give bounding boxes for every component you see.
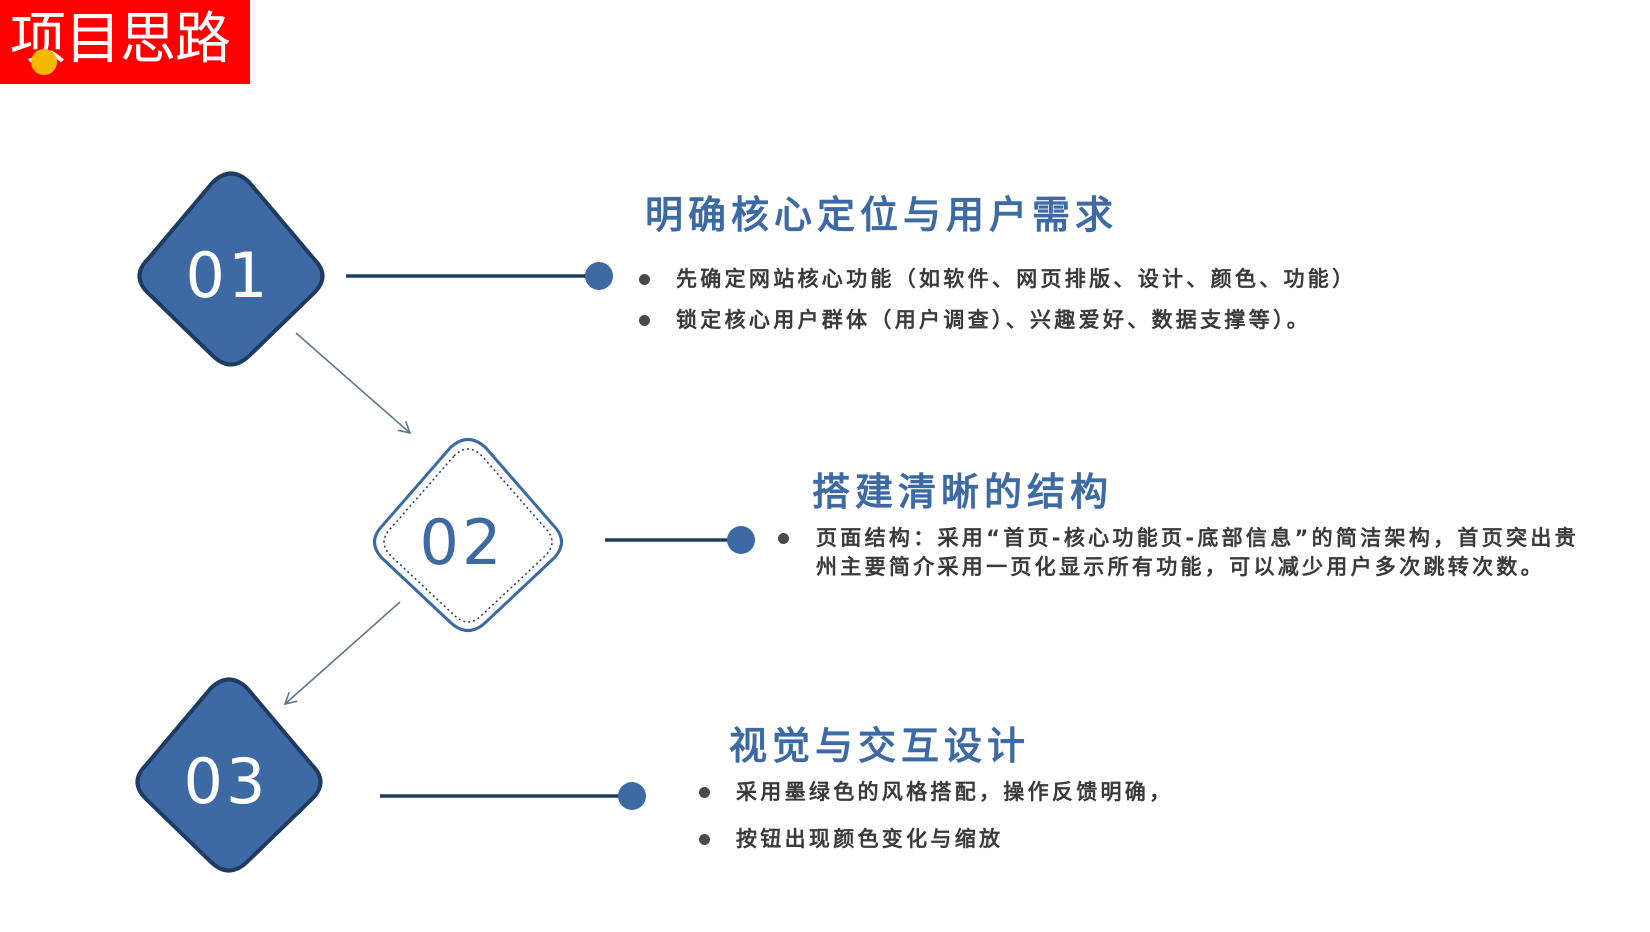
step-1-diamond	[137, 171, 325, 367]
bullet-dot	[699, 834, 710, 845]
step-1-bullet-2: 锁定核心用户群体（用户调查）、兴趣爱好、数据支撑等）。	[639, 306, 1576, 335]
title-dot-decoration	[31, 49, 57, 75]
bullet-dot	[639, 274, 650, 285]
step-3-connector	[380, 782, 646, 810]
arrow-2-to-3	[283, 601, 401, 706]
step-2-bullet-1-text: 页面结构：采用“首页-核心功能页-底部信息”的简洁架构，首页突出贵州主要简介采用…	[816, 526, 1579, 579]
step-1-number: 01	[185, 239, 271, 312]
step-1-bullet-1-text: 先确定网站核心功能（如软件、网页排版、设计、颜色、功能）	[676, 267, 1357, 291]
step-1-bullet-2-text: 锁定核心用户群体（用户调查）、兴趣爱好、数据支撑等）。	[676, 308, 1312, 332]
title-banner: 项目思路	[0, 0, 250, 84]
step-2-number: 02	[419, 506, 505, 579]
step-3-bullet-2-text: 按钮出现颜色变化与缩放	[736, 827, 1004, 851]
step-3-bullet-1: 采用墨绿色的风格搭配，操作反馈明确，	[699, 778, 1536, 807]
bullet-dot	[639, 315, 650, 326]
step-3-bullet-2: 按钮出现颜色变化与缩放	[699, 825, 1536, 854]
step-2-connector	[605, 526, 755, 554]
bullet-dot	[778, 533, 789, 544]
step-1-bullet-1: 先确定网站核心功能（如软件、网页排版、设计、颜色、功能）	[639, 265, 1576, 294]
step-3-heading: 视觉与交互设计	[729, 724, 1031, 768]
step-1-heading: 明确核心定位与用户需求	[645, 193, 1119, 237]
step-2-bullet-1: 页面结构：采用“首页-核心功能页-底部信息”的简洁架构，首页突出贵州主要简介采用…	[778, 524, 1590, 582]
bullet-dot	[699, 787, 710, 798]
step-3-bullet-1-text: 采用墨绿色的风格搭配，操作反馈明确，	[736, 780, 1174, 804]
arrow-1-to-2	[295, 332, 412, 435]
step-1-connector	[346, 262, 613, 290]
step-3-number: 03	[183, 745, 269, 818]
step-3-diamond	[135, 677, 323, 873]
step-2-heading: 搭建清晰的结构	[812, 470, 1114, 514]
step-2-diamond	[373, 438, 563, 632]
